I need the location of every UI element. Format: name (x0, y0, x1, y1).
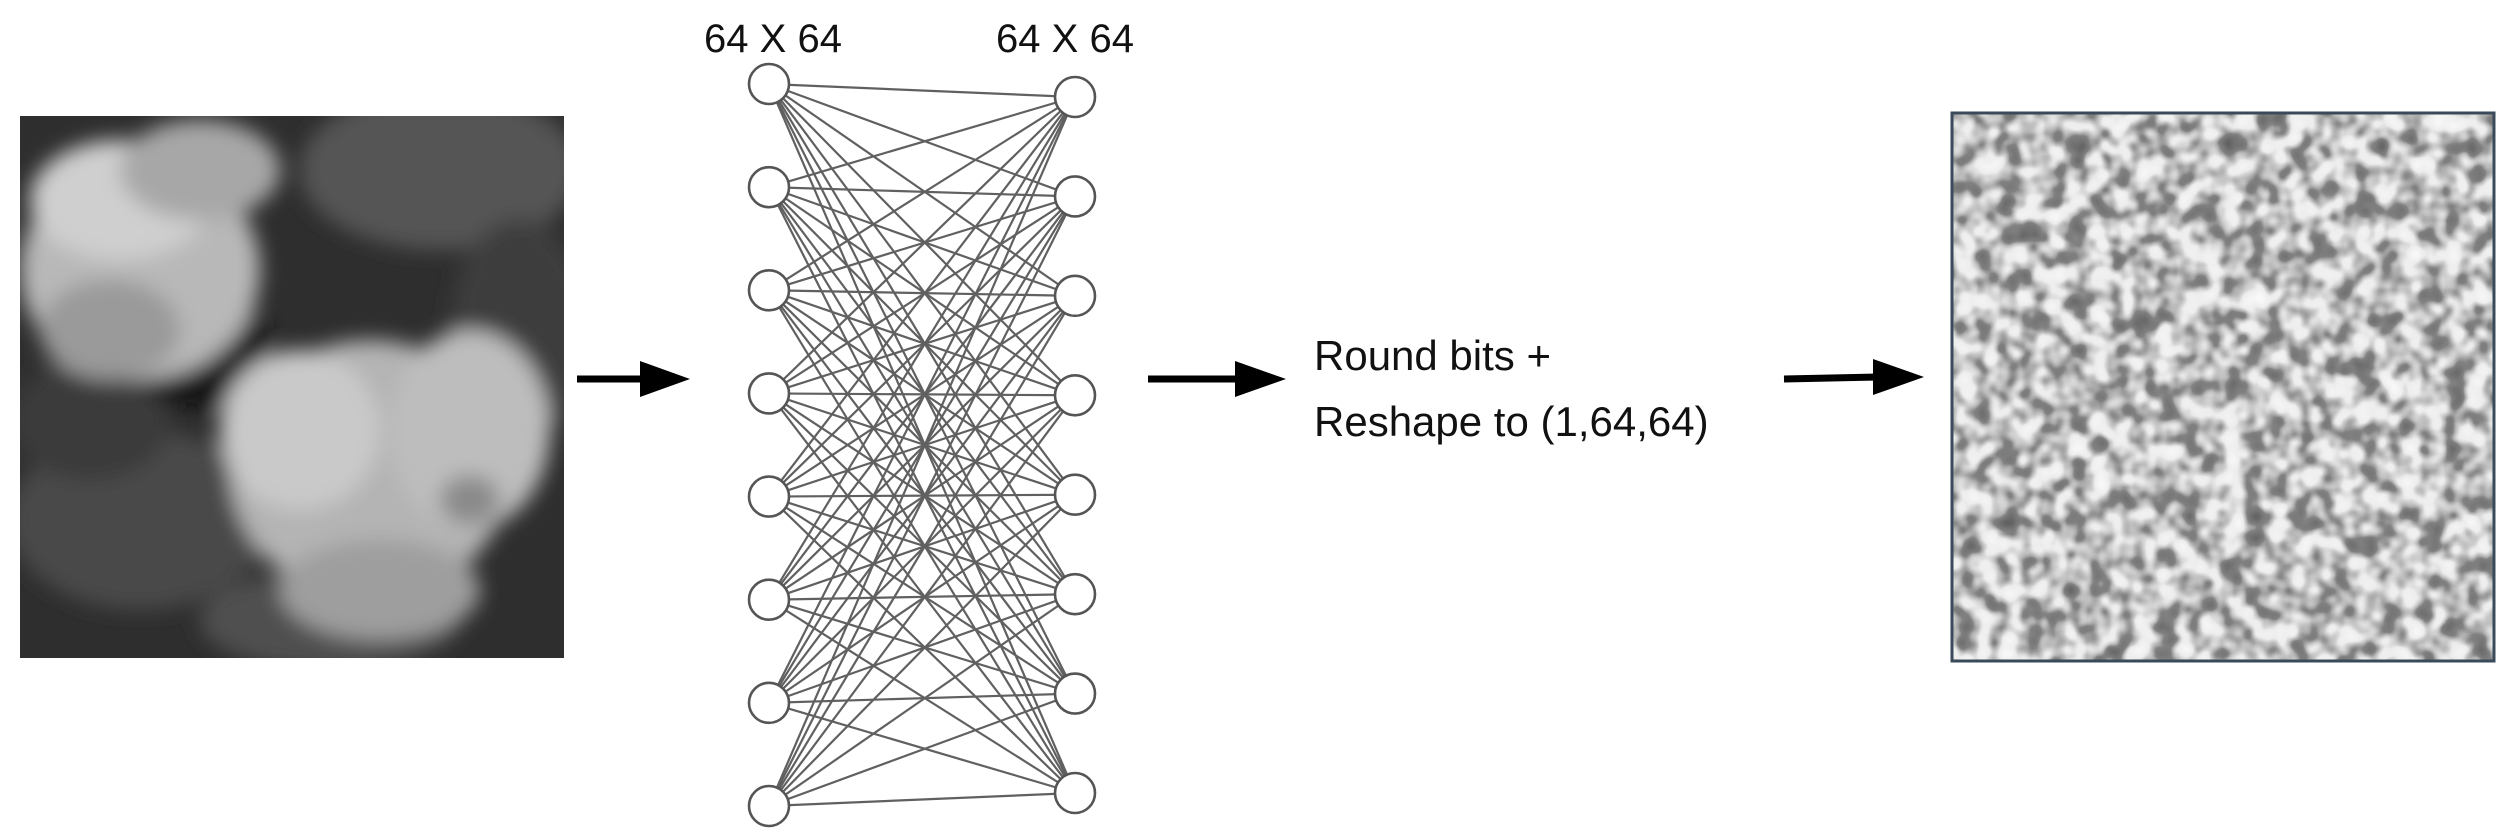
arrow-to-process (1148, 361, 1286, 397)
output-node (1053, 473, 1097, 517)
connection-line (768, 82, 1076, 198)
connection-line (768, 289, 1076, 794)
connection-line (768, 95, 1076, 189)
connection-line (768, 186, 1076, 297)
input-node (747, 62, 791, 106)
input-layer-label: 64 X 64 (704, 17, 842, 61)
input-image (20, 116, 564, 658)
arrow-to-network (577, 361, 690, 397)
process-label-line2: Reshape to (1,64,64) (1314, 398, 1709, 445)
input-node (747, 475, 791, 518)
connection-line (768, 96, 1076, 292)
connection-line (768, 701, 1076, 795)
output-node (1053, 771, 1097, 815)
connection-line (768, 186, 1076, 595)
connection-line (768, 598, 1076, 794)
output-node (1053, 75, 1097, 119)
connection-line (768, 289, 1076, 297)
input-layer-nodes (747, 62, 791, 828)
connection-line (768, 593, 1076, 601)
connection-line (768, 96, 1076, 498)
connection-line (768, 593, 1076, 807)
connection-line (768, 392, 1076, 496)
connection-line (768, 495, 1076, 695)
output-layer-label: 64 X 64 (996, 17, 1134, 61)
connection-line (767, 96, 1077, 807)
network-connections (767, 82, 1077, 808)
connection-line (768, 289, 1076, 695)
connection-line (768, 692, 1076, 808)
input-node (747, 578, 791, 622)
connection-line (768, 186, 1076, 695)
connection-line (768, 294, 1076, 498)
connection-line (768, 392, 1076, 695)
connection-line (768, 96, 1076, 395)
connection-line (768, 186, 1076, 198)
connection-line (768, 295, 1076, 807)
output-layer-nodes (1053, 75, 1097, 815)
output-node (1053, 373, 1097, 417)
connection-line (768, 493, 1076, 807)
connection-line (768, 394, 1076, 498)
connection-line (768, 83, 1076, 595)
connection-line (768, 495, 1076, 794)
connection-line (768, 289, 1076, 595)
arrow-to-output (1783, 359, 1924, 395)
connection-line (768, 791, 1076, 808)
connection-line (768, 186, 1076, 496)
connection-line (768, 598, 1076, 695)
connection-line (768, 195, 1076, 807)
connection-line (768, 186, 1076, 397)
connection-line (768, 82, 1076, 99)
connection-line (768, 692, 1076, 704)
connection-line (768, 392, 1076, 794)
connection-line (768, 96, 1076, 601)
connection-line (768, 186, 1076, 794)
connection-line (768, 83, 1076, 397)
input-node (747, 681, 791, 725)
input-node (747, 268, 791, 312)
connection-line (768, 392, 1076, 397)
input-node (747, 372, 791, 415)
connection-line (768, 289, 1076, 496)
connection-line (768, 294, 1076, 395)
connection-line (768, 289, 1076, 397)
connection-line (768, 83, 1076, 297)
connection-line (768, 593, 1076, 704)
input-node (747, 165, 791, 209)
connection-line (768, 493, 1076, 704)
connection-line (768, 195, 1076, 292)
fully-connected-network (747, 62, 1097, 828)
connection-line (768, 83, 1076, 695)
output-image (1950, 111, 2496, 663)
connection-line (768, 493, 1076, 601)
output-node (1053, 572, 1097, 616)
output-node (1053, 274, 1097, 318)
connection-line (768, 394, 1076, 807)
connection-line (768, 392, 1076, 596)
output-node (1053, 175, 1097, 218)
connection-line (768, 83, 1076, 496)
connection-line (768, 195, 1076, 395)
connection-line (768, 394, 1076, 601)
output-node (1053, 672, 1097, 715)
connection-line (768, 493, 1076, 498)
process-label-line1: Round bits + (1314, 332, 1551, 379)
connection-line (768, 495, 1076, 596)
input-node (747, 784, 791, 828)
connection-line (768, 96, 1076, 704)
